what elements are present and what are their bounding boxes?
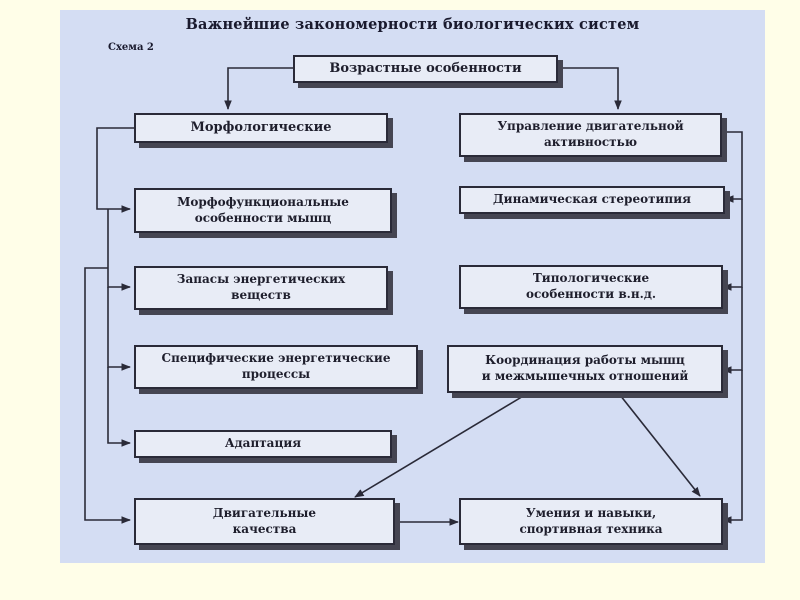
- node-control: Управление двигательной активностью: [459, 113, 722, 157]
- edge-control-typological: [722, 199, 743, 291]
- edge-coordination-motor-qualities: [354, 394, 526, 498]
- node-coordination: Координация работы мышц и межмышечных от…: [447, 345, 723, 393]
- node-dynamic: Динамическая стереотипия: [459, 186, 725, 214]
- edge-morph-motor-qualities: [84, 267, 131, 524]
- edge-age-control: [558, 67, 622, 110]
- diagram-title: Важнейшие закономерности биологических с…: [185, 16, 640, 33]
- node-energy-reserves: Запасы энергетических веществ: [134, 266, 388, 310]
- node-adaptation: Адаптация: [134, 430, 392, 458]
- edge-control-dynamic: [722, 131, 743, 203]
- node-typological: Типологические особенности в.н.д.: [459, 265, 723, 309]
- edge-morph-energy-reserves: [107, 209, 131, 291]
- edge-morph-energy-processes: [107, 287, 131, 371]
- node-skills: Умения и навыки, спортивная техника: [459, 498, 723, 545]
- edge-control-coordination: [722, 287, 743, 374]
- edge-age-morph: [224, 67, 293, 110]
- node-age: Возрастные особенности: [293, 55, 558, 83]
- edge-morph-adaptation: [107, 367, 131, 447]
- edge-control-skills: [722, 370, 743, 524]
- node-morphofunc: Морфофункциональные особенности мышц: [134, 188, 392, 233]
- node-morph: Морфологические: [134, 113, 388, 143]
- edge-morph-morphofunc: [96, 127, 134, 213]
- scheme-label: Схема 2: [108, 42, 154, 53]
- node-energy-processes: Специфические энергетические процессы: [134, 345, 418, 389]
- edge-coordination-skills: [619, 394, 701, 497]
- node-motor-qualities: Двигательные качества: [134, 498, 395, 545]
